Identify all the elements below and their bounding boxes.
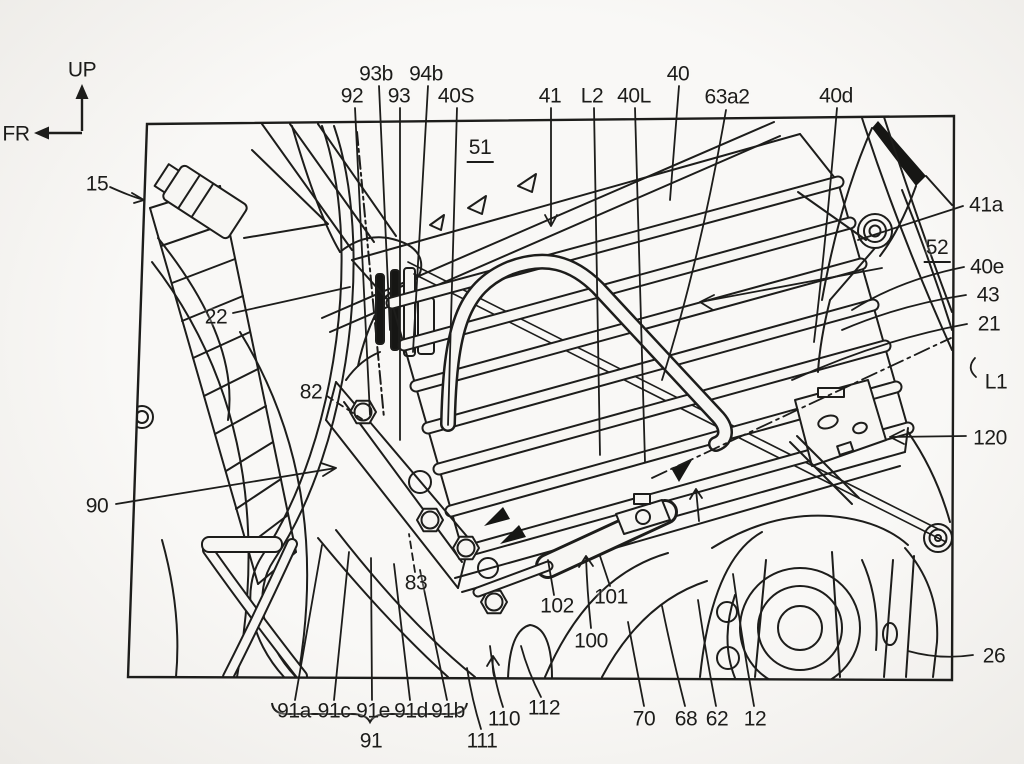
ref-label-83: 83 (404, 571, 428, 595)
datum-line-L1 (651, 337, 952, 479)
ref-label-91: 91 (359, 729, 383, 753)
ref-label-102: 102 (540, 594, 574, 618)
ref-label-92: 92 (340, 84, 364, 108)
fr-arrow-icon (34, 126, 49, 140)
orientation-label-up: UP (67, 58, 97, 82)
section-label-51: 51 (466, 137, 494, 163)
ref-label-111: 111 (466, 729, 498, 753)
filled-arrow-icons (484, 460, 692, 544)
ref-label-L1: L1 (984, 370, 1008, 394)
ref-label-68: 68 (674, 707, 698, 731)
battery-stay-region (325, 351, 708, 679)
ref-label-15: 15 (85, 172, 109, 196)
ref-label-91b: 91b (431, 699, 465, 723)
swingarm-region (699, 514, 953, 680)
ref-label-40e: 40e (970, 255, 1004, 279)
ref-label-91a: 91a (277, 699, 311, 723)
figure-border (126, 114, 956, 682)
ref-label-63a2: 63a2 (704, 85, 750, 109)
brace-91-group (271, 702, 468, 725)
ref-label-93: 93 (387, 84, 411, 108)
ref-label-L2: L2 (580, 84, 604, 108)
right-frame-region (789, 116, 953, 523)
ref-label-40d: 40d (819, 84, 853, 108)
ref-label-40S: 40S (437, 84, 475, 108)
ref-label-41: 41 (538, 84, 562, 108)
orientation-label-fr: FR (2, 122, 30, 146)
connector-15 (153, 163, 248, 240)
ref-label-82: 82 (299, 380, 323, 404)
ref-label-91e: 91e (356, 699, 390, 723)
ref-label-91c: 91c (317, 699, 351, 723)
ref-label-40: 40 (666, 62, 690, 86)
ref-label-101: 101 (594, 585, 628, 609)
ref-label-26: 26 (982, 644, 1006, 668)
ref-label-21: 21 (977, 312, 1001, 336)
ref-label-93b: 93b (359, 62, 393, 86)
up-arrow-icon (75, 84, 89, 99)
ref-label-41a: 41a (969, 193, 1003, 217)
ref-label-62: 62 (705, 707, 729, 731)
ref-label-120: 120 (973, 426, 1007, 450)
ref-label-100: 100 (574, 629, 608, 653)
ref-label-91d: 91d (394, 699, 428, 723)
ref-label-22: 22 (204, 305, 228, 329)
ref-label-70: 70 (632, 707, 656, 731)
ref-label-43: 43 (976, 283, 1000, 307)
drawing-content (130, 116, 953, 680)
section-label-52: 52 (923, 237, 951, 263)
ref-label-110: 110 (487, 707, 521, 731)
ref-label-94b: 94b (409, 62, 443, 86)
leader-lines (109, 85, 977, 730)
ref-label-90: 90 (85, 494, 109, 518)
ref-label-112: 112 (527, 696, 561, 720)
ref-label-40L: 40L (617, 84, 651, 108)
orientation-indicator (34, 84, 89, 140)
front-fork-region (130, 123, 476, 680)
ref-label-12: 12 (743, 707, 767, 731)
